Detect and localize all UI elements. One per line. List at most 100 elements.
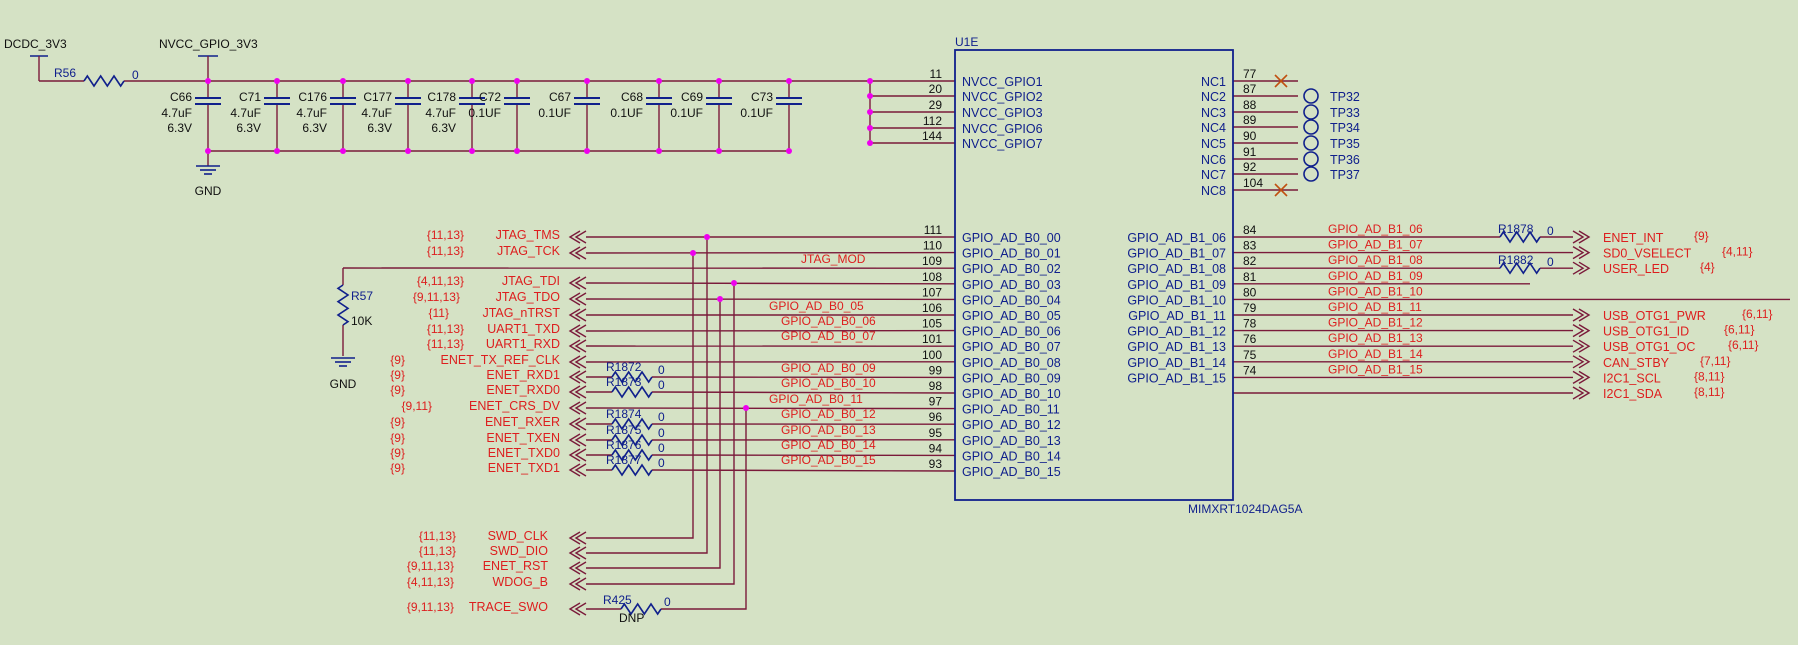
net-label: GPIO_AD_B1_06	[1328, 222, 1423, 236]
junction-dot	[656, 148, 662, 154]
net-label: GPIO_AD_B1_09	[1328, 269, 1423, 283]
pin-name: GPIO_AD_B1_07	[1127, 247, 1226, 261]
port-chevron	[574, 577, 587, 591]
pin-number: 108	[922, 270, 942, 284]
pin-name: GPIO_AD_B0_10	[962, 387, 1061, 401]
pin-number: 97	[929, 395, 943, 409]
port-chevron	[574, 602, 587, 616]
test-point-label: TP35	[1330, 137, 1360, 151]
junction-dot	[584, 78, 590, 84]
net-label: GPIO_AD_B1_15	[1328, 362, 1423, 376]
pin-number: 75	[1243, 348, 1257, 362]
r57-value: 10K	[351, 314, 372, 328]
port-ref: {9,11,13}	[413, 290, 460, 304]
port-chevron	[568, 577, 581, 591]
port-name: JTAG_TDI	[502, 274, 560, 288]
junction-dot	[469, 78, 475, 84]
port-chevron	[574, 417, 587, 431]
junction-dot	[716, 78, 722, 84]
test-point	[1303, 151, 1319, 167]
pin-name: GPIO_AD_B1_10	[1127, 293, 1226, 307]
dcdc-3v3-label: DCDC_3V3	[4, 37, 67, 51]
junction-dot	[786, 148, 792, 154]
net-label: GPIO_AD_B1_07	[1328, 238, 1423, 252]
cap-voltage: 6.3V	[236, 121, 261, 135]
pin-name: GPIO_AD_B1_11	[1128, 309, 1226, 323]
port-name: USB_OTG1_OC	[1603, 340, 1695, 354]
junction-dot	[690, 250, 696, 256]
port-ref: {4}	[1700, 260, 1715, 274]
port-name: JTAG_TDO	[496, 290, 561, 304]
cap-ref: C73	[751, 90, 773, 104]
series-res-value: 0	[658, 363, 665, 377]
port-chevron	[1572, 308, 1585, 322]
port-chevron	[568, 246, 581, 260]
series-res-value: 0	[658, 456, 665, 470]
port-ref: {9}	[390, 415, 405, 429]
pin-number: 106	[922, 301, 942, 315]
pin-number: 76	[1243, 332, 1257, 346]
pin-number: 92	[1243, 160, 1257, 174]
port-chevron	[574, 385, 587, 399]
net-label: GPIO_AD_B0_09	[781, 361, 876, 375]
port-ref: {9}	[390, 431, 405, 445]
pin-name: GPIO_AD_B1_06	[1127, 231, 1226, 245]
pin-name: GPIO_AD_B1_12	[1127, 325, 1226, 339]
pin-number: 87	[1243, 82, 1257, 96]
test-point	[1303, 166, 1319, 182]
pin-name: GPIO_AD_B0_06	[962, 325, 1061, 339]
pin-number: 83	[1243, 239, 1257, 253]
junction-dot	[867, 93, 873, 99]
port-chevron	[574, 448, 587, 462]
pin-name: GPIO_AD_B0_08	[962, 356, 1061, 370]
port-name: ENET_TX_REF_CLK	[441, 353, 561, 367]
test-point-label: TP34	[1330, 121, 1360, 135]
series-res-wire	[651, 391, 956, 394]
port-ref: {11,13}	[419, 544, 456, 558]
u1e-part: MIMXRT1024DAG5A	[1188, 502, 1303, 516]
port-chevron	[574, 546, 587, 560]
port-chevron	[574, 292, 587, 306]
net-label: GPIO_AD_B1_14	[1328, 347, 1423, 361]
cap-voltage: 6.3V	[431, 121, 456, 135]
port-chevron	[568, 531, 581, 545]
port-name: ENET_TXEN	[486, 431, 560, 445]
port-ref: {11,13}	[427, 337, 464, 351]
net-label: GPIO_AD_B0_10	[781, 376, 876, 390]
port-chevron	[1572, 370, 1585, 385]
tap-wire	[586, 253, 694, 539]
right-resistor	[1499, 230, 1541, 244]
pin-name: GPIO_AD_B0_00	[962, 231, 1061, 245]
cap-value: 4.7uF	[361, 106, 392, 120]
port-chevron	[568, 292, 581, 306]
port-chevron	[574, 276, 587, 290]
r56-ref: R56	[54, 66, 76, 80]
pin-number: 109	[922, 254, 942, 268]
junction-dot	[743, 405, 749, 411]
port-chevron	[574, 531, 587, 545]
net-label: GPIO_AD_B0_14	[781, 438, 876, 452]
pin-name: GPIO_AD_B1_13	[1127, 340, 1226, 354]
cap-voltage: 6.3V	[167, 121, 192, 135]
right-res-ref: R1878	[1498, 222, 1534, 236]
pin-name: GPIO_AD_B1_15	[1127, 371, 1226, 385]
pin-number: 82	[1243, 254, 1257, 268]
u1e-ref: U1E	[955, 35, 978, 49]
junction-dot	[514, 148, 520, 154]
port-name: USER_LED	[1603, 262, 1669, 276]
port-chevron	[1578, 261, 1591, 275]
pin-name: GPIO_AD_B0_03	[962, 278, 1061, 292]
port-chevron	[568, 370, 581, 384]
series-res-value: 0	[658, 378, 665, 392]
cap-ref: C178	[427, 90, 456, 104]
port-name: USB_OTG1_PWR	[1603, 309, 1706, 323]
pin-name: NC5	[1201, 137, 1226, 151]
port-chevron	[574, 324, 587, 338]
series-resistor	[611, 463, 653, 477]
series-resistor	[611, 448, 653, 462]
port-chevron	[574, 339, 587, 353]
port-chevron	[574, 401, 587, 415]
series-res-ref: R1874	[606, 407, 642, 421]
port-name: JTAG_TCK	[497, 244, 561, 258]
port-name: TRACE_SWO	[469, 600, 548, 614]
